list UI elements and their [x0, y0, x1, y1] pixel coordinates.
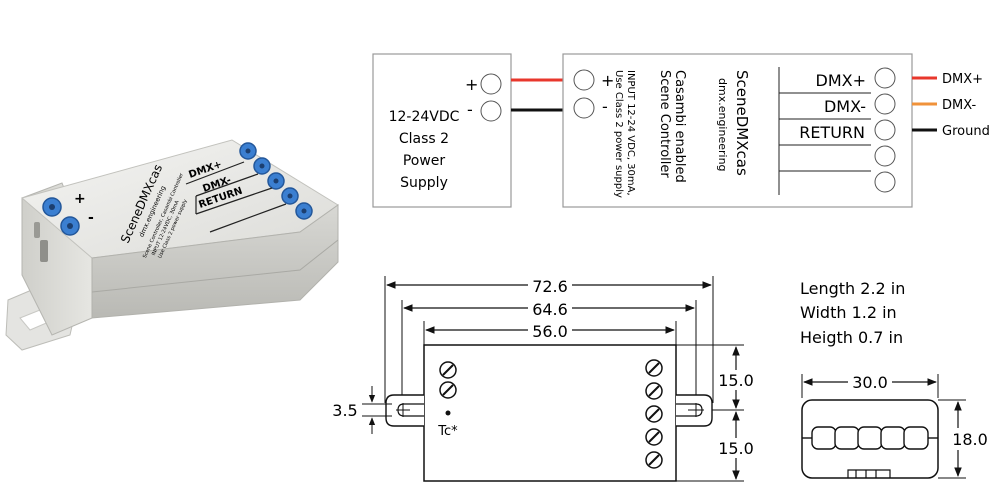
psu-minus-terminal: [480, 100, 502, 122]
device-photo: + - DMX+ DMX- RETURN SceneDMXc: [5, 139, 339, 351]
dim-overall-value: 72.6: [532, 277, 568, 296]
psu-minus-label: -: [467, 100, 473, 119]
tc-point: [445, 410, 451, 416]
body-outline: [423, 344, 677, 482]
size-specs: Length 2.2 in Width 1.2 in Heigth 0.7 in: [800, 279, 905, 347]
psu-label-2: Class 2: [399, 131, 449, 147]
case-side-face: [91, 204, 339, 319]
ctrl-minus-label: -: [602, 97, 608, 116]
ctrl-spec-2: Use Class 2 power supply: [613, 70, 624, 198]
dim-mount-value: 64.6: [532, 300, 568, 319]
controller-box: [562, 53, 913, 208]
output-dmx-plus-label: DMX+: [942, 72, 983, 87]
psu-plus-terminal: [480, 73, 502, 95]
output-wires: [912, 76, 937, 132]
spec-length: Length 2.2 in: [800, 279, 905, 298]
dim-hole-value: 3.5: [332, 401, 357, 420]
end-view-drawing: 30.0 18.0: [801, 372, 992, 479]
ctrl-website: dmx.engineering: [716, 78, 729, 172]
ctrl-minus-terminal: [573, 97, 595, 119]
tc-label: Tc*: [437, 424, 458, 439]
ctrl-plus-terminal: [573, 69, 595, 91]
side-slot: [34, 222, 40, 238]
dmx-screw-terminals: [239, 142, 313, 220]
side-slot: [40, 240, 48, 262]
ctrl-return-label: RETURN: [799, 123, 865, 142]
ctrl-dmx-minus-label: DMX-: [824, 97, 866, 116]
psu-label-4: Supply: [400, 175, 448, 191]
ctrl-dmx-terminals: [874, 67, 896, 193]
ctrl-plus-label: +: [601, 71, 614, 90]
ctrl-dmx-plus-label: DMX+: [816, 71, 867, 90]
dimension-drawing: 72.6 64.6 56.0 Tc*: [332, 274, 756, 482]
wiring-diagram: + - 12-24VDC Class 2 Power Supply + - IN…: [372, 53, 990, 208]
dmx-screws: [645, 359, 663, 469]
ctrl-desc-1: Casambi enabled: [672, 70, 687, 183]
dim-end-height-value: 18.0: [952, 430, 988, 449]
psu-label-1: 12-24VDC: [389, 109, 460, 125]
spec-width: Width 1.2 in: [800, 303, 897, 322]
end-view-terminal-openings: [811, 426, 929, 450]
dim-body-value: 56.0: [532, 322, 568, 341]
psu-plus-label: +: [465, 75, 478, 94]
psu-label-3: Power: [403, 153, 446, 169]
power-minus-label: -: [88, 210, 94, 226]
case-label-lines: [185, 161, 287, 233]
dim-half-bottom-value: 15.0: [718, 439, 754, 458]
ctrl-dmx-lines: [778, 67, 871, 195]
output-dmx-minus-label: DMX-: [942, 98, 976, 113]
spec-height: Heigth 0.7 in: [800, 328, 903, 347]
ctrl-brand: SceneDMXcas: [733, 70, 751, 176]
ctrl-desc-2: Scene Controller: [657, 70, 672, 178]
power-screws: [439, 361, 457, 399]
dim-end-width-value: 30.0: [852, 373, 888, 392]
ctrl-spec-1: INPUT 12-24 VDC, 30mA,: [625, 70, 636, 196]
output-ground-label: Ground: [942, 124, 990, 139]
power-plus-label: +: [74, 191, 86, 207]
dim-half-top-value: 15.0: [718, 371, 754, 390]
